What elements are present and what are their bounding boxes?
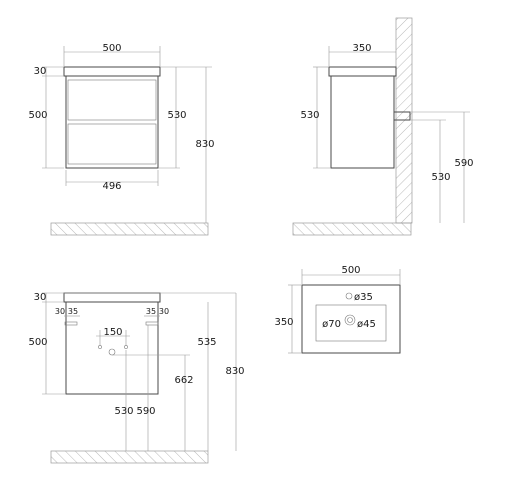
side-height-label: 530 xyxy=(300,110,319,121)
plumbing-body-label: 500 xyxy=(28,337,47,348)
side-cabinet xyxy=(330,75,395,169)
plumbing-floor-hatch xyxy=(50,450,209,464)
plumbing-pipe-b-label: 590 xyxy=(136,406,155,417)
plumbing-top-label: 30 xyxy=(34,292,47,303)
top-tap-label: ø70 xyxy=(322,319,341,330)
front-body-label: 500 xyxy=(28,110,47,121)
side-depth-label: 350 xyxy=(352,43,371,54)
top-drain-label: ø45 xyxy=(357,319,376,330)
side-wall-bottom-label: 530 xyxy=(431,172,450,183)
plumbing-h2-label: 662 xyxy=(174,375,193,386)
side-floor-hatch xyxy=(292,222,412,236)
front-view: 500 496 30 500 530 830 xyxy=(28,43,215,236)
plumbing-pipe-a-label: 530 xyxy=(114,406,133,417)
floor-hatch xyxy=(50,222,209,236)
plumbing-h1-label: 535 xyxy=(197,337,216,348)
plumbing-span-label: 150 xyxy=(103,327,122,338)
front-drawer-bottom xyxy=(67,123,157,165)
plumbing-left-a-label: 30 xyxy=(55,307,65,316)
plumbing-cabinet xyxy=(65,301,159,395)
plumbing-right-a-label: 35 xyxy=(146,307,156,316)
plumbing-countertop xyxy=(63,292,161,303)
front-drawer-top xyxy=(67,79,157,121)
top-basin-inner xyxy=(315,304,387,342)
right-bracket xyxy=(145,321,159,326)
front-width-label: 500 xyxy=(102,43,121,54)
drain-hole xyxy=(344,314,356,326)
top-view: 500 350 ø35 ø70 ø45 xyxy=(274,265,401,354)
plumbing-view: 30 500 30 35 35 30 150 535 662 830 530 5… xyxy=(28,292,245,464)
side-view: 350 530 590 530 xyxy=(292,17,474,236)
right-pipe-inlet xyxy=(124,345,128,349)
drain-hole-inner xyxy=(347,317,353,323)
top-overflow-label: ø35 xyxy=(354,292,373,303)
drain-outlet xyxy=(108,348,116,356)
plumbing-left-b-label: 35 xyxy=(68,307,78,316)
plumbing-right-b-label: 30 xyxy=(159,307,169,316)
top-depth-label: 350 xyxy=(274,317,293,328)
front-cabinet xyxy=(65,75,159,169)
left-bracket xyxy=(64,321,78,326)
side-countertop xyxy=(328,66,397,77)
left-pipe-inlet xyxy=(98,345,102,349)
side-wall-bracket xyxy=(393,111,411,121)
front-total-label: 830 xyxy=(195,139,214,150)
front-inner-label: 530 xyxy=(167,110,186,121)
top-width-label: 500 xyxy=(341,265,360,276)
plumbing-total-label: 830 xyxy=(225,366,244,377)
front-top-label: 30 xyxy=(34,66,47,77)
front-inner-width-label: 496 xyxy=(102,181,121,192)
side-wall-top-label: 590 xyxy=(454,158,473,169)
overflow-hole xyxy=(345,292,353,300)
front-countertop xyxy=(63,66,161,77)
top-basin-outer xyxy=(301,284,401,354)
